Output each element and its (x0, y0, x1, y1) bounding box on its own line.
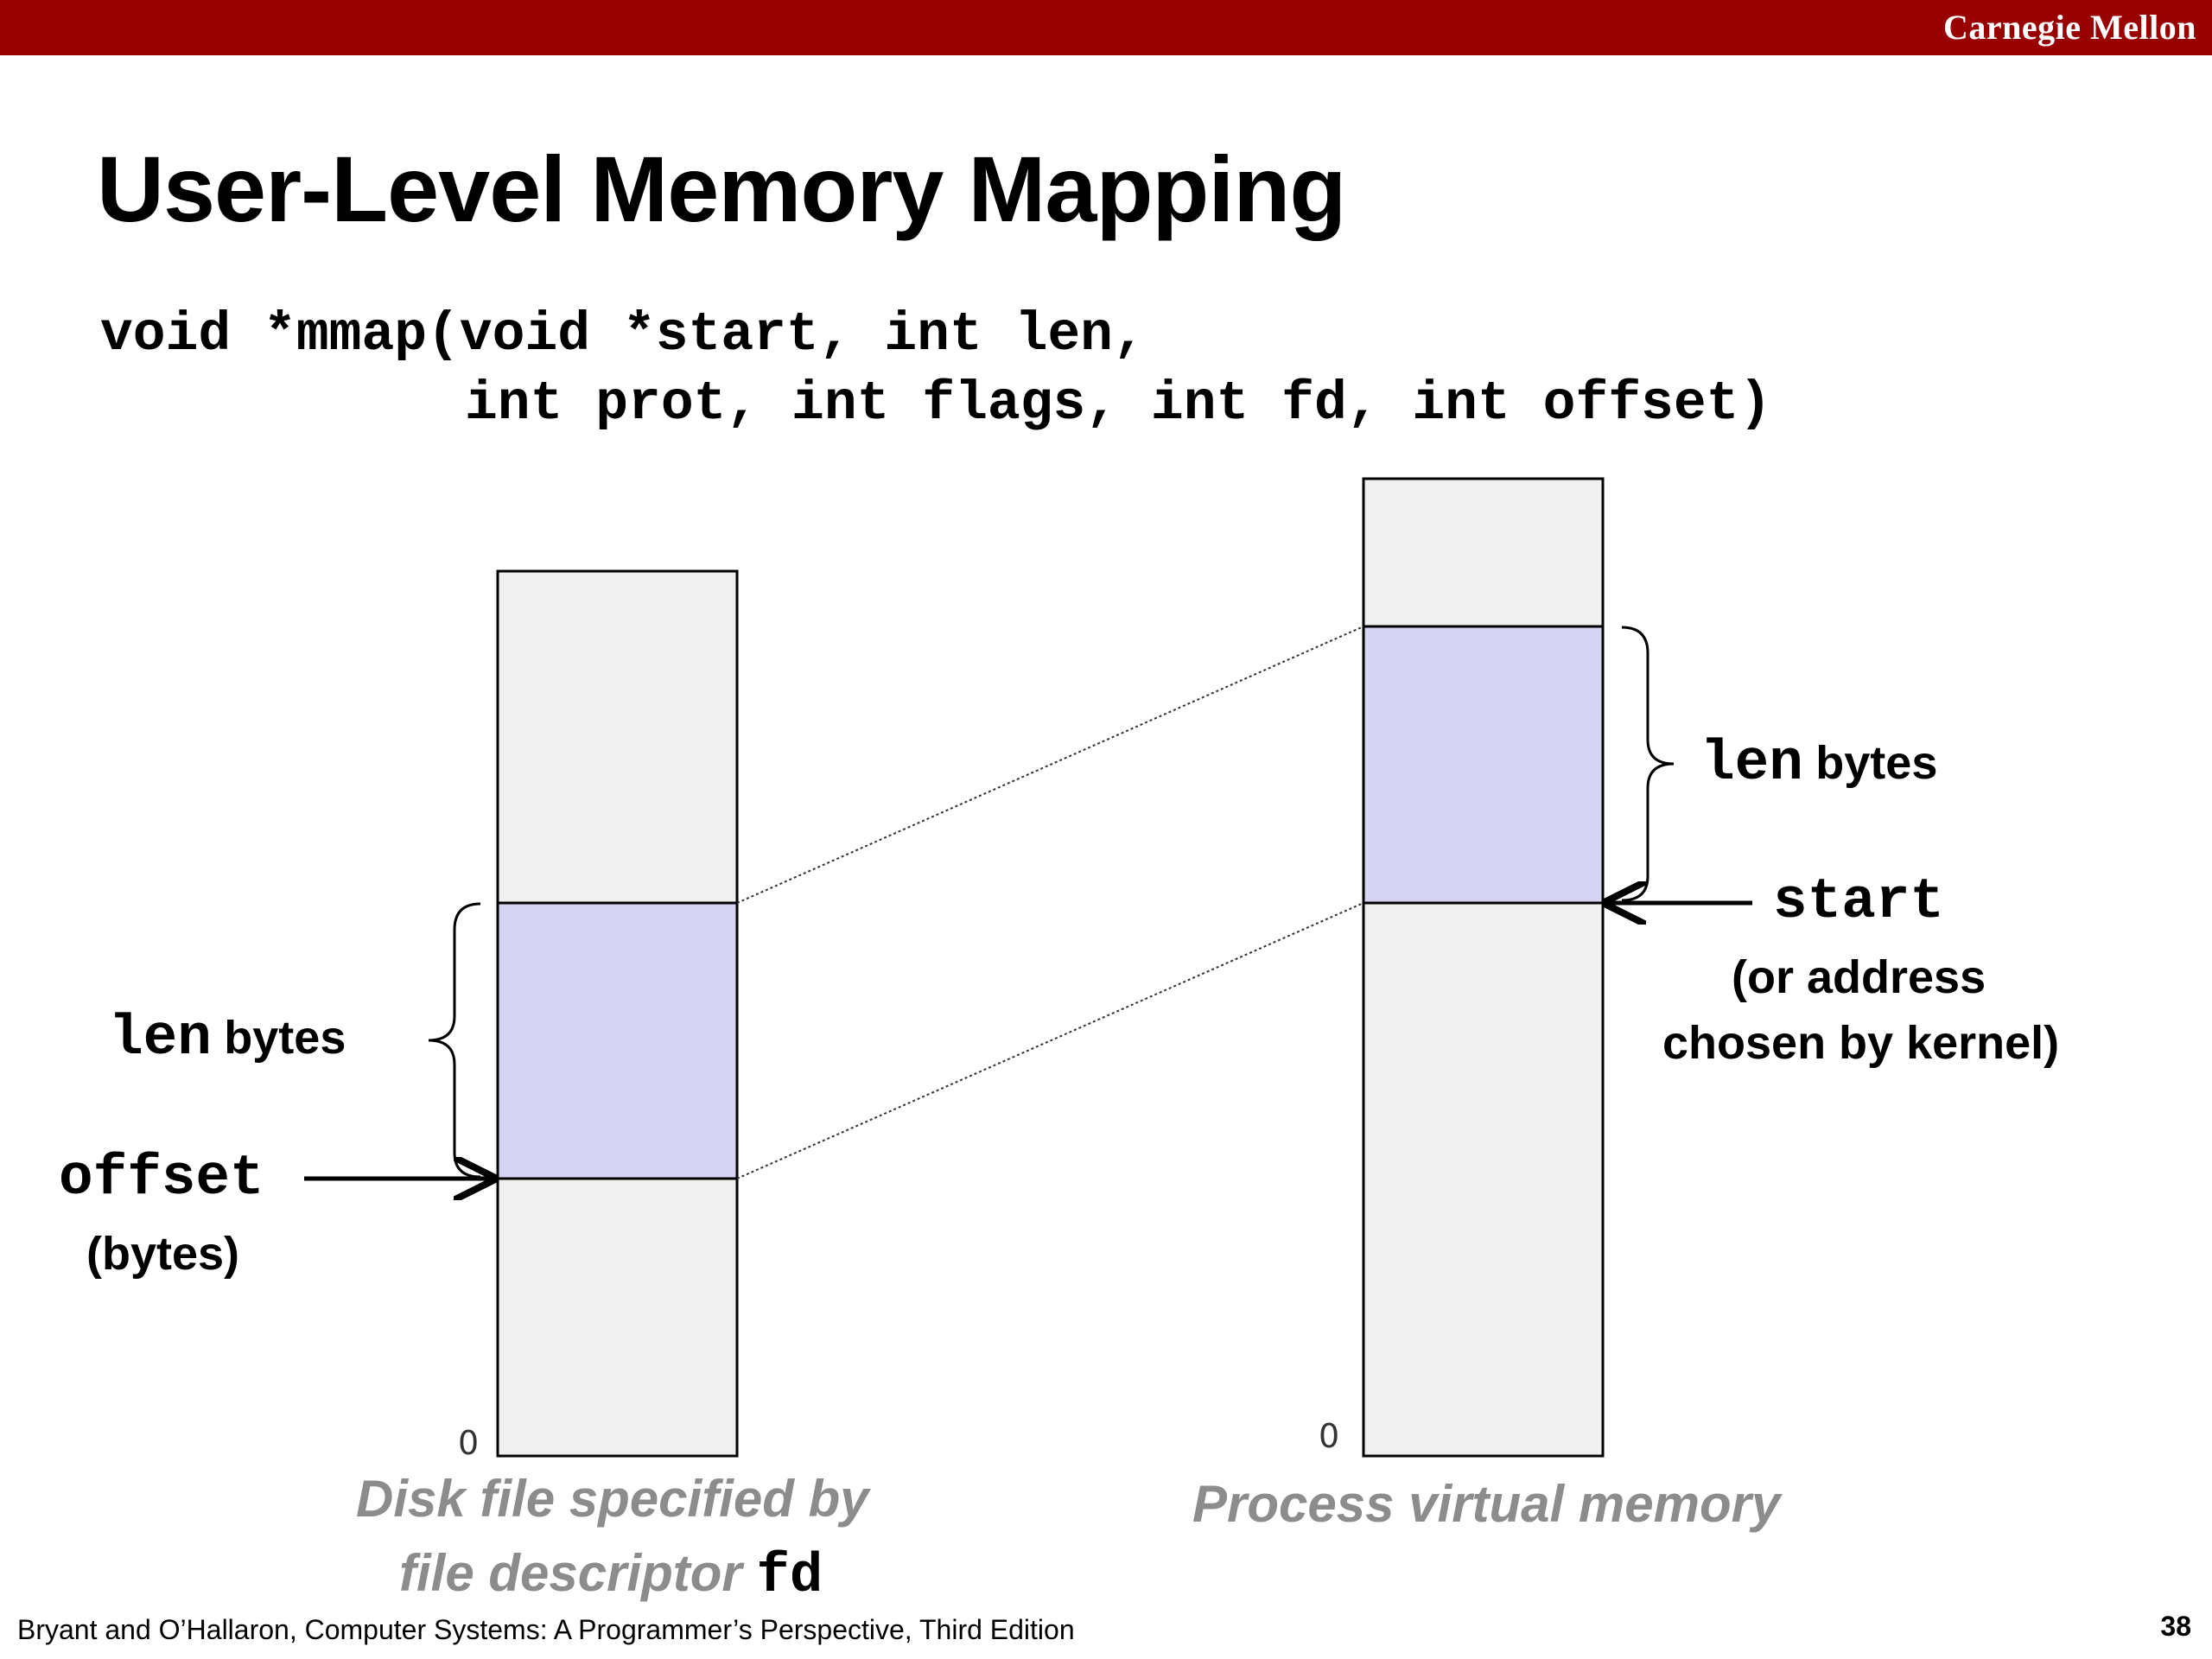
virtual-memory-zero-label: 0 (1319, 1417, 1340, 1455)
left-len-code: len (109, 1006, 212, 1071)
page-number: 38 (2160, 1611, 2191, 1642)
right-len-brace (1621, 626, 1675, 902)
start-note-line1: (or address (1732, 951, 1986, 1003)
right-len-word: bytes (1815, 737, 1938, 789)
disk-file-caption-line1: Disk file specified by (356, 1470, 869, 1528)
mapping-line-top (736, 626, 1364, 904)
disk-file-zero-label: 0 (458, 1424, 480, 1462)
virtual-memory-caption: Process virtual memory (1192, 1475, 1781, 1533)
start-note-line2: chosen by kernel) (1662, 1017, 2060, 1069)
virtual-memory-mapped-region (1362, 625, 1605, 905)
left-len-label: len bytes (109, 1006, 346, 1071)
footer-citation: Bryant and O’Hallaron, Computer Systems:… (17, 1614, 1075, 1645)
mapping-line-bottom (736, 902, 1364, 1179)
disk-file-caption-fd: fd (756, 1546, 823, 1608)
start-label: start (1773, 869, 1945, 934)
right-len-code: len (1700, 731, 1803, 796)
brand-label: Carnegie Mellon (1943, 8, 2196, 47)
offset-unit-label: (bytes) (86, 1228, 240, 1280)
left-len-brace (428, 902, 481, 1179)
offset-label: offset (59, 1146, 264, 1211)
disk-file-caption-line2: file descriptor fd (399, 1543, 823, 1608)
slide-title: User-Level Memory Mapping (97, 137, 1346, 241)
header-bar: Carnegie Mellon (0, 0, 2212, 55)
right-len-label: len bytes (1700, 731, 1937, 796)
disk-file-caption-text: file descriptor (399, 1544, 742, 1602)
disk-file-mapped-region (496, 901, 739, 1180)
left-len-word: bytes (224, 1012, 346, 1064)
code-line-2: int prot, int flags, int fd, int offset) (465, 373, 1772, 435)
code-line-1: void *mmap(void *start, int len, (100, 304, 1146, 365)
